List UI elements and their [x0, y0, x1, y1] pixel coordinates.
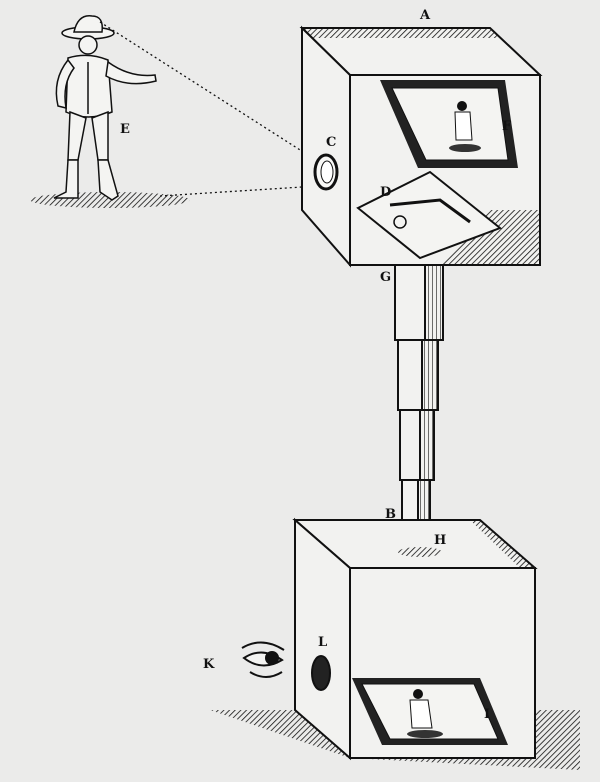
label-a: A	[419, 8, 431, 23]
sight-line-upper	[99, 21, 323, 165]
label-c: C	[326, 135, 336, 150]
label-i: I	[484, 707, 490, 722]
label-g: G	[380, 270, 391, 285]
lower-box-shadow	[210, 710, 580, 770]
label-l: L	[318, 635, 327, 650]
label-f: F	[502, 119, 512, 134]
label-h: H	[434, 533, 446, 548]
sight-line-lower	[159, 185, 319, 197]
eye-k	[241, 641, 285, 678]
label-k: K	[203, 657, 215, 672]
picture-i	[352, 678, 508, 745]
picture-d	[356, 170, 502, 260]
label-d: D	[380, 185, 391, 200]
picture-f	[380, 80, 518, 168]
telescope-tube	[394, 264, 444, 549]
standing-man-figure	[53, 15, 157, 201]
label-e: E	[120, 122, 130, 137]
lens-l	[311, 655, 331, 691]
label-b: B	[385, 507, 396, 522]
